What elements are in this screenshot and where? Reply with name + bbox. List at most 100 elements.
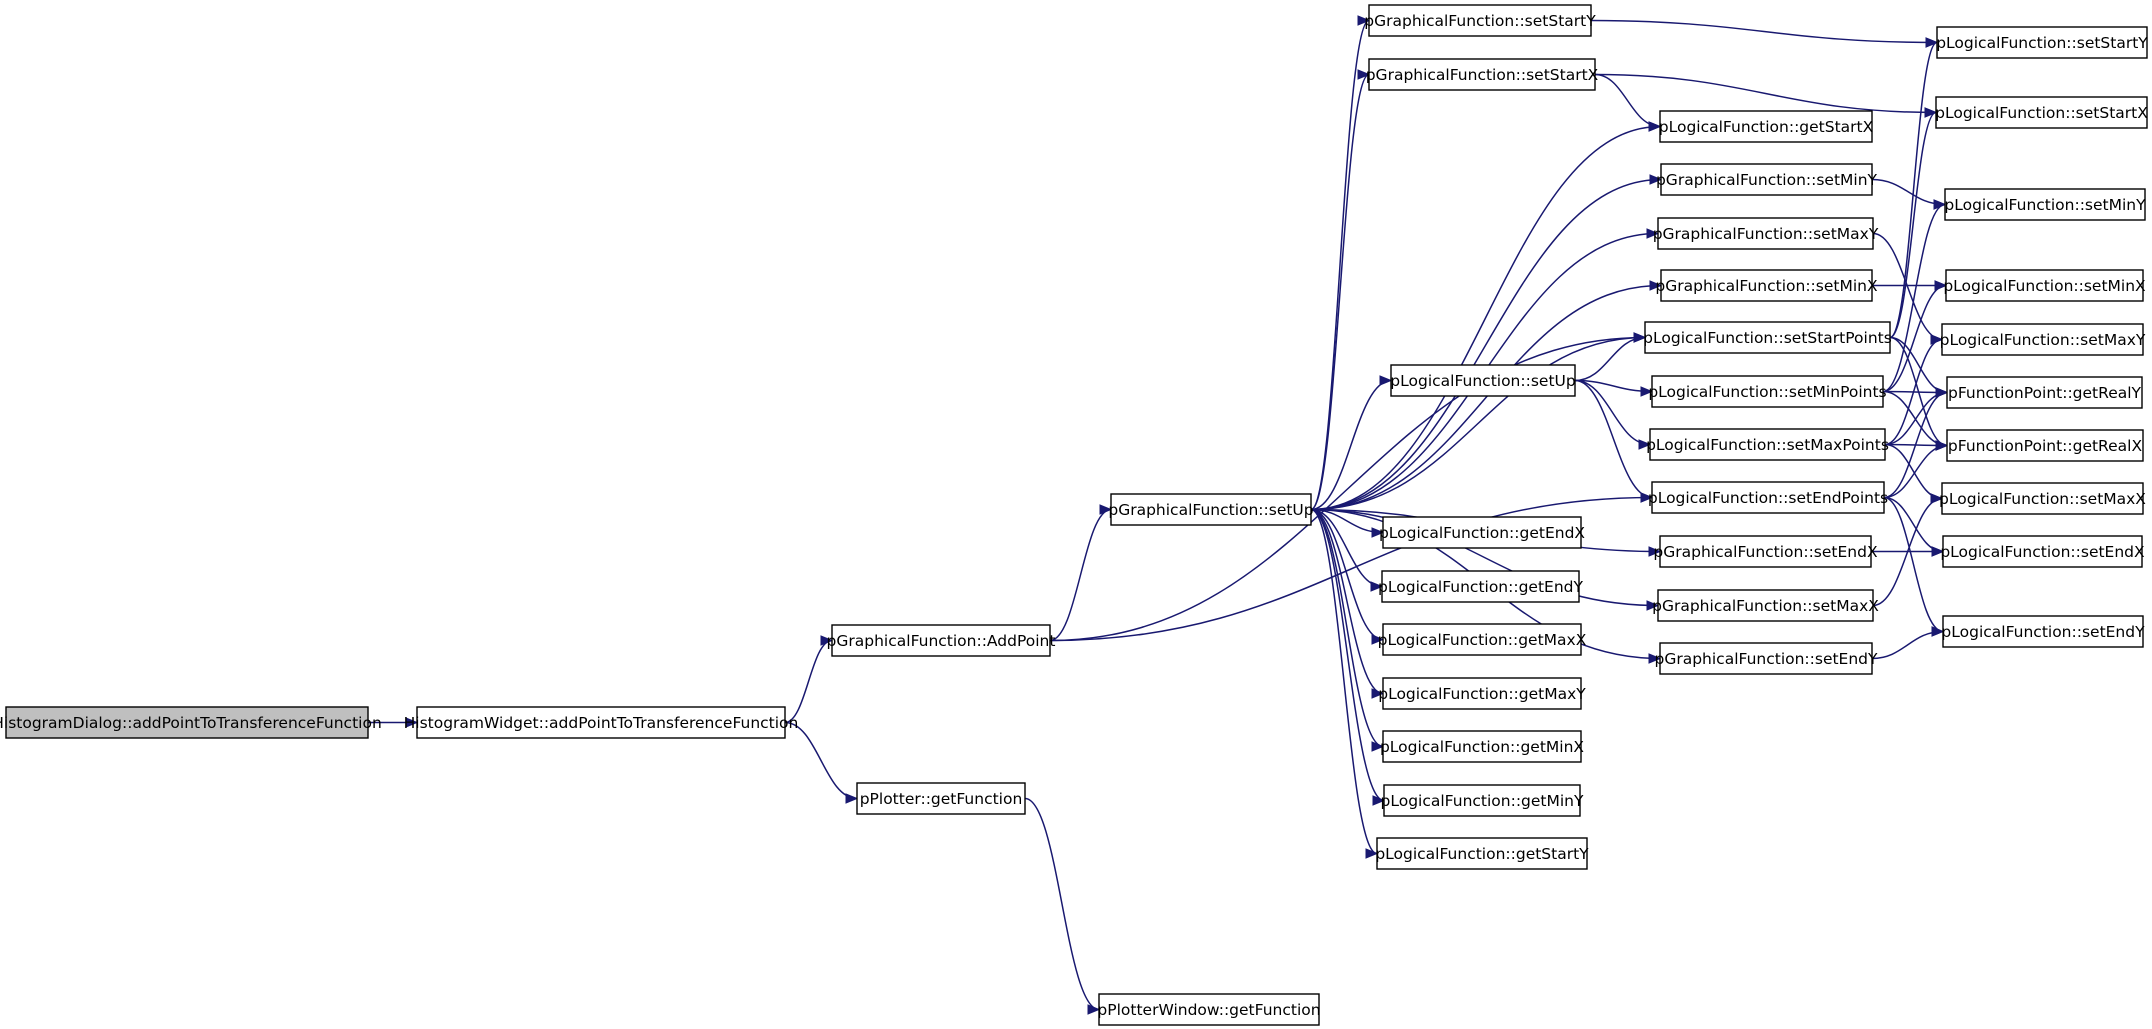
node-box-n12[interactable] — [1382, 677, 1582, 710]
node-box-n8[interactable] — [1390, 364, 1576, 397]
node-n35[interactable]: pLogicalFunction::setEndX — [1940, 535, 2145, 568]
arrow-head-n5-n13 — [1371, 741, 1385, 752]
node-box-n10[interactable] — [1381, 570, 1580, 603]
node-box-n35[interactable] — [1942, 535, 2143, 568]
edge-n1-n2 — [784, 639, 833, 724]
node-box-n33[interactable] — [1946, 429, 2144, 462]
node-box-n19[interactable] — [1660, 269, 1873, 302]
node-n27[interactable]: pLogicalFunction::setStartY — [1936, 26, 2148, 59]
arrow-head-n5-n7 — [1357, 69, 1371, 80]
node-n6[interactable]: pGraphicalFunction::setStartY — [1364, 4, 1596, 37]
edge-n5-n17 — [1310, 178, 1662, 511]
node-n23[interactable]: pLogicalFunction::setEndPoints — [1648, 481, 1888, 514]
node-n16[interactable]: pLogicalFunction::getStartX — [1659, 110, 1874, 143]
node-box-n23[interactable] — [1651, 481, 1885, 514]
node-n31[interactable]: pLogicalFunction::setMaxY — [1940, 323, 2146, 356]
node-n2[interactable]: pGraphicalFunction::AddPoint — [827, 624, 1056, 657]
node-box-n14[interactable] — [1383, 784, 1581, 817]
node-label-n6: pGraphicalFunction::setStartY — [1364, 12, 1596, 30]
node-n0[interactable]: HistogramDialog::addPointToTransferenceF… — [0, 706, 382, 739]
node-box-n18[interactable] — [1657, 217, 1874, 250]
node-box-n36[interactable] — [1942, 615, 2144, 648]
edge-n3-n4 — [1024, 797, 1100, 1011]
node-box-n13[interactable] — [1382, 730, 1582, 763]
arrow-head-n24-n35 — [1931, 546, 1945, 557]
node-box-n27[interactable] — [1936, 26, 2148, 59]
node-n24[interactable]: pGraphicalFunction::setEndX — [1653, 535, 1878, 568]
node-box-n3[interactable] — [856, 782, 1026, 815]
node-box-n15[interactable] — [1376, 837, 1588, 870]
node-box-n30[interactable] — [1945, 269, 2144, 302]
node-n10[interactable]: pLogicalFunction::getEndY — [1378, 570, 1583, 603]
arrow-head-n5-n12 — [1371, 688, 1385, 699]
node-label-n26: pGraphicalFunction::setEndY — [1654, 650, 1878, 668]
arrow-head-n5-n8 — [1379, 375, 1393, 386]
node-n17[interactable]: pGraphicalFunction::setMinY — [1656, 163, 1878, 196]
node-n1[interactable]: HistogramWidget::addPointToTransferenceF… — [404, 706, 799, 739]
node-n8[interactable]: pLogicalFunction::setUp — [1390, 364, 1576, 397]
node-n5[interactable]: pGraphicalFunction::setUp — [1108, 493, 1314, 526]
node-n20[interactable]: pLogicalFunction::setStartPoints — [1643, 321, 1892, 354]
node-box-n26[interactable] — [1659, 642, 1873, 675]
node-label-n11: pLogicalFunction::getMaxX — [1378, 631, 1587, 649]
edge-n23-n36 — [1883, 496, 1944, 633]
node-box-n32[interactable] — [1946, 376, 2143, 409]
node-n3[interactable]: pPlotter::getFunction — [856, 782, 1026, 815]
node-n36[interactable]: pLogicalFunction::setEndY — [1941, 615, 2145, 648]
arrow-head-n20-n28 — [1924, 107, 1938, 118]
node-box-n17[interactable] — [1660, 163, 1873, 196]
node-box-n9[interactable] — [1382, 516, 1582, 549]
arrow-head-n8-n20 — [1633, 332, 1647, 343]
arrow-head-n8-n21 — [1640, 386, 1654, 397]
node-n18[interactable]: pGraphicalFunction::setMaxY — [1653, 217, 1879, 250]
node-n7[interactable]: pGraphicalFunction::setStartX — [1366, 58, 1599, 91]
arrow-head-n5-n15 — [1365, 848, 1379, 859]
node-n15[interactable]: pLogicalFunction::getStartY — [1375, 837, 1589, 870]
node-box-n34[interactable] — [1941, 482, 2144, 515]
node-box-n4[interactable] — [1098, 993, 1320, 1026]
node-box-n25[interactable] — [1657, 589, 1874, 622]
node-n25[interactable]: pGraphicalFunction::setMaxX — [1652, 589, 1879, 622]
node-label-n21: pLogicalFunction::setMinPoints — [1648, 383, 1886, 401]
node-box-n0[interactable] — [5, 706, 369, 739]
arrow-head-n1-n3 — [845, 793, 859, 804]
node-n34[interactable]: pLogicalFunction::setMaxX — [1939, 482, 2146, 515]
node-label-n20: pLogicalFunction::setStartPoints — [1643, 329, 1892, 347]
node-box-n20[interactable] — [1644, 321, 1891, 354]
node-box-n6[interactable] — [1368, 4, 1592, 37]
node-n22[interactable]: pLogicalFunction::setMaxPoints — [1646, 428, 1889, 461]
node-n28[interactable]: pLogicalFunction::setStartX — [1935, 96, 2148, 129]
node-n19[interactable]: pGraphicalFunction::setMinX — [1655, 269, 1878, 302]
node-n4[interactable]: pPlotterWindow::getFunction — [1097, 993, 1321, 1026]
node-box-n29[interactable] — [1944, 188, 2146, 221]
node-n32[interactable]: pFunctionPoint::getRealY — [1946, 376, 2143, 409]
node-n30[interactable]: pLogicalFunction::setMinX — [1943, 269, 2146, 302]
node-box-n28[interactable] — [1935, 96, 2148, 129]
node-n14[interactable]: pLogicalFunction::getMinY — [1381, 784, 1584, 817]
node-box-n11[interactable] — [1382, 623, 1582, 656]
node-n26[interactable]: pGraphicalFunction::setEndY — [1654, 642, 1878, 675]
arrow-head-n2-n5 — [1099, 504, 1113, 515]
node-box-n22[interactable] — [1649, 428, 1886, 461]
node-n13[interactable]: pLogicalFunction::getMinX — [1380, 730, 1584, 763]
edge-n2-n23 — [1049, 496, 1653, 642]
node-label-n12: pLogicalFunction::getMaxY — [1378, 685, 1586, 703]
node-n21[interactable]: pLogicalFunction::setMinPoints — [1648, 375, 1887, 408]
node-box-n1[interactable] — [416, 706, 786, 739]
node-n12[interactable]: pLogicalFunction::getMaxY — [1378, 677, 1586, 710]
node-n11[interactable]: pLogicalFunction::getMaxX — [1378, 623, 1587, 656]
node-box-n21[interactable] — [1651, 375, 1884, 408]
node-box-n31[interactable] — [1941, 323, 2144, 356]
node-box-n24[interactable] — [1659, 535, 1872, 568]
node-box-n7[interactable] — [1368, 58, 1596, 91]
node-box-n2[interactable] — [831, 624, 1051, 657]
node-n29[interactable]: pLogicalFunction::setMinY — [1944, 188, 2146, 221]
node-n9[interactable]: pLogicalFunction::getEndX — [1379, 516, 1585, 549]
node-box-n16[interactable] — [1659, 110, 1873, 143]
node-label-n32: pFunctionPoint::getRealY — [1948, 384, 2142, 402]
edge-n2-n20 — [1049, 336, 1646, 642]
node-box-n5[interactable] — [1110, 493, 1312, 526]
node-label-n23: pLogicalFunction::setEndPoints — [1648, 489, 1888, 507]
node-n33[interactable]: pFunctionPoint::getRealX — [1946, 429, 2144, 462]
arrow-head-n8-n23 — [1640, 492, 1654, 503]
